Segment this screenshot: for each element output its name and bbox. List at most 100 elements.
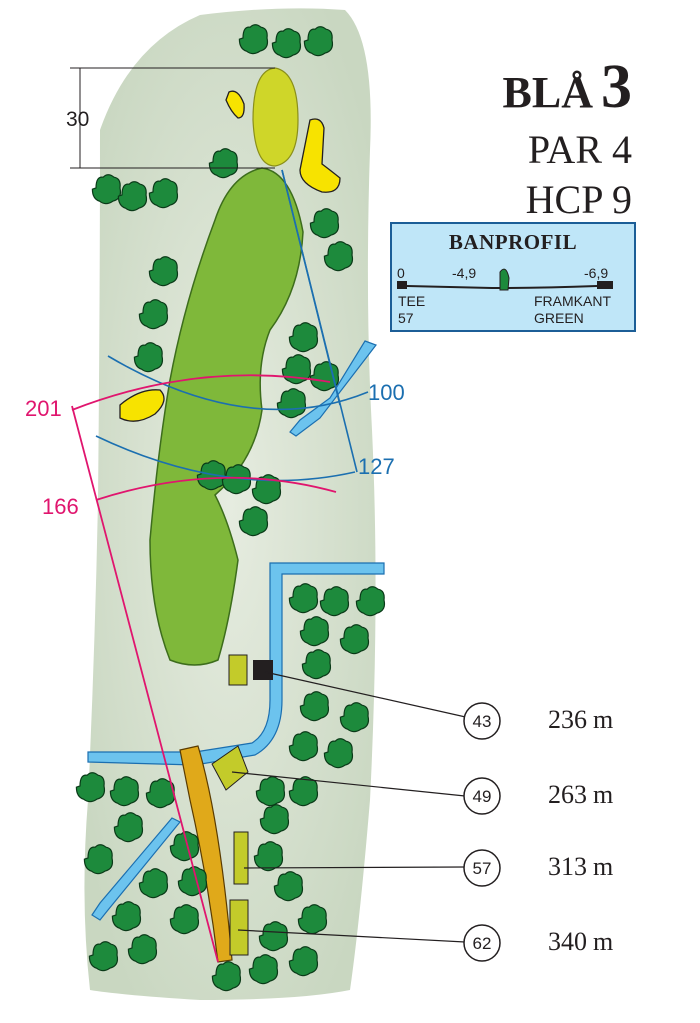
tee-marker-49-circle <box>463 777 501 815</box>
distance-62-value: 340 <box>548 927 587 956</box>
tee-marker-43-circle <box>463 702 501 740</box>
profile-end-value: -6,9 <box>584 265 609 281</box>
blue-line-127 <box>281 169 358 473</box>
profile-tee-number: 57 <box>398 310 414 326</box>
red-arc-166 <box>95 476 337 501</box>
tree <box>339 702 370 733</box>
leader-43 <box>264 671 471 719</box>
water-stream-lower <box>91 817 181 921</box>
bunker-right-green <box>299 118 341 193</box>
tree-group <box>75 24 386 992</box>
profile-green-label: GREEN <box>534 310 584 326</box>
tree <box>127 934 158 965</box>
tee-box-49 <box>211 745 249 791</box>
tree <box>355 586 386 617</box>
distance-62-unit: m <box>593 927 614 956</box>
tree <box>208 148 239 179</box>
bunker-left-green <box>225 90 245 119</box>
tree <box>319 586 350 617</box>
tree <box>111 901 142 932</box>
distance-49-value: 263 <box>548 780 587 809</box>
hcp-label: HCP 9 <box>525 177 632 222</box>
tree <box>169 831 200 862</box>
profile-tee-label: TEE <box>398 293 426 309</box>
course-profile-box: BANPROFIL 0 -4,9 -6,9 TEE 57 FRAMKANT GR… <box>390 222 636 332</box>
distance-57-value: 313 <box>548 852 587 881</box>
tree <box>109 776 140 807</box>
fairway <box>149 167 304 666</box>
tree <box>255 776 286 807</box>
blue-arc-100 <box>107 355 369 411</box>
tree <box>309 208 340 239</box>
profile-start-value: 0 <box>397 265 405 281</box>
water-stream-upper <box>289 340 377 437</box>
tree <box>288 946 319 977</box>
tee-marker-62-circle <box>463 924 501 962</box>
distance-57-unit: m <box>593 852 614 881</box>
profile-title: BANPROFIL <box>448 230 578 254</box>
tee-marker-57-circle <box>463 849 501 887</box>
label-166: 166 <box>42 494 79 519</box>
tree <box>138 299 169 330</box>
tree <box>196 460 227 491</box>
tee-marker-57-label: 57 <box>473 859 492 878</box>
bunker-fairway <box>119 389 165 422</box>
tree <box>75 772 106 803</box>
tree <box>323 738 354 769</box>
profile-mid-value: -4,9 <box>452 265 477 281</box>
tee-marker-black <box>253 660 273 680</box>
green-depth-label: 30 <box>66 108 89 131</box>
cart-path <box>179 745 233 963</box>
leader-57 <box>243 866 466 869</box>
tree <box>88 941 119 972</box>
tree <box>251 474 282 505</box>
tree <box>271 28 302 59</box>
tree <box>299 691 330 722</box>
tree <box>113 812 144 843</box>
green <box>252 67 299 167</box>
profile-line <box>397 268 613 291</box>
tee-box-57 <box>233 831 249 885</box>
tree <box>288 583 319 614</box>
distance-43-value: 236 <box>548 705 587 734</box>
tree <box>148 256 179 287</box>
tree <box>133 342 164 373</box>
par-label: PAR 4 <box>527 127 632 172</box>
tree <box>303 26 334 57</box>
tee-marker-49-label: 49 <box>473 787 492 806</box>
tree <box>83 844 114 875</box>
leader-49 <box>231 771 466 797</box>
tree <box>299 616 330 647</box>
tree <box>339 624 370 655</box>
tree <box>248 954 279 985</box>
tee-marker-43-label: 43 <box>473 712 492 731</box>
tree <box>117 181 148 212</box>
tree <box>169 904 200 935</box>
profile-front-label: FRAMKANT <box>534 293 611 309</box>
tree <box>273 871 304 902</box>
tree <box>138 868 169 899</box>
tree <box>276 388 307 419</box>
tree <box>323 241 354 272</box>
tee-box-62 <box>229 899 249 956</box>
hole-number: 3 <box>601 53 632 121</box>
tree <box>288 322 319 353</box>
tree <box>259 804 290 835</box>
red-line-tee <box>71 405 219 963</box>
tree <box>211 961 242 992</box>
tree <box>288 731 319 762</box>
tree <box>297 904 328 935</box>
tree <box>258 921 289 952</box>
tree <box>301 649 332 680</box>
tree <box>91 174 122 205</box>
tee-marker-62-label: 62 <box>473 934 492 953</box>
label-127: 127 <box>358 454 395 479</box>
distance-43-unit: m <box>593 705 614 734</box>
tree <box>238 24 269 55</box>
distance-49-unit: m <box>593 780 614 809</box>
